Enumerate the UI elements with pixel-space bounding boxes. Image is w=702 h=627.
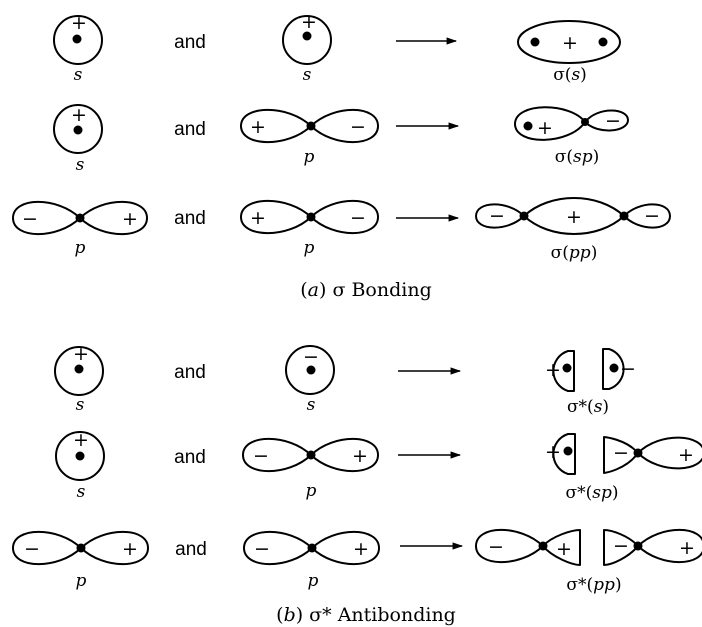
- minus-sign: −: [253, 445, 269, 467]
- minus-sign: −: [613, 535, 629, 557]
- result-label-sigma-star-s: σ*(s): [567, 397, 609, 417]
- and-word: and: [174, 119, 206, 140]
- plus-sign: +: [679, 537, 695, 559]
- row-antibonding-p-p: − + p and − + p − + − + σ*(pp): [12, 528, 702, 595]
- caption-sigma-antibonding: (b) σ* Antibonding: [276, 604, 456, 626]
- sigma-star-pp-orbital: − + − +: [475, 528, 702, 566]
- p-orbital: − +: [242, 437, 379, 473]
- and-word: and: [174, 208, 206, 229]
- result-label-sigma-sp: σ(sp): [555, 147, 600, 167]
- orbital-label-p: p: [306, 481, 317, 501]
- plus-sign: +: [71, 104, 87, 126]
- plus-sign: +: [71, 12, 87, 34]
- p-orbital: − +: [243, 530, 380, 566]
- sigma-pp-orbital: − + −: [475, 197, 671, 235]
- minus-sign: −: [613, 442, 629, 464]
- orbital-label-p: p: [75, 238, 86, 258]
- result-label-sigma-star-sp: σ*(sp): [566, 483, 619, 503]
- plus-sign: +: [250, 207, 266, 229]
- plus-sign: +: [73, 343, 89, 365]
- row-antibonding-s-p: + s and − + p + − + σ*(sp): [55, 429, 702, 503]
- orbital-label-s: s: [307, 395, 316, 415]
- sigma-star-sp-orbital: + − +: [545, 433, 702, 475]
- plus-sign: +: [545, 441, 561, 463]
- minus-sign: −: [350, 207, 366, 229]
- s-orbital: −: [285, 345, 335, 395]
- row-bonding-s-s: + s and + s + σ(s): [53, 11, 621, 85]
- plus-sign: +: [122, 538, 138, 560]
- and-word: and: [175, 539, 207, 560]
- s-orbital: +: [54, 343, 104, 396]
- minus-sign: −: [350, 116, 366, 138]
- minus-sign: −: [489, 205, 505, 227]
- row-antibonding-s-s: + s and − s + − σ*(s): [54, 343, 636, 417]
- orbital-label-s: s: [74, 65, 83, 85]
- minus-sign: −: [22, 208, 38, 230]
- plus-sign: +: [301, 11, 317, 33]
- plus-sign: +: [122, 208, 138, 230]
- row-bonding-p-p: − + p and + − p − + − σ(pp): [12, 197, 671, 263]
- plus-sign: +: [566, 206, 582, 228]
- row-bonding-s-p: + s and + − p + − σ(sp): [53, 104, 629, 175]
- orbital-label-s: s: [76, 155, 85, 175]
- plus-sign: +: [545, 359, 561, 381]
- minus-sign: −: [488, 536, 504, 558]
- orbital-label-s: s: [77, 482, 86, 502]
- plus-sign: +: [678, 444, 694, 466]
- result-label-sigma-s: σ(s): [553, 65, 587, 85]
- minus-sign: −: [605, 110, 621, 132]
- and-word: and: [174, 447, 206, 468]
- orbital-label-s: s: [303, 65, 312, 85]
- sigma-s-orbital: +: [517, 20, 621, 64]
- caption-sigma-bonding: (a) σ Bonding: [300, 279, 432, 301]
- minus-sign: −: [303, 346, 319, 368]
- plus-sign: +: [537, 117, 553, 139]
- orbital-label-p: p: [308, 571, 319, 591]
- plus-sign: +: [352, 445, 368, 467]
- plus-sign: +: [562, 32, 578, 54]
- and-word: and: [174, 32, 206, 53]
- s-orbital: +: [282, 11, 332, 65]
- and-word: and: [174, 362, 206, 383]
- s-orbital: +: [53, 104, 103, 154]
- minus-sign: −: [620, 358, 636, 380]
- orbital-label-p: p: [76, 571, 87, 591]
- p-orbital: − +: [12, 200, 148, 236]
- orbital-label-p: p: [304, 147, 315, 167]
- plus-sign: +: [353, 538, 369, 560]
- minus-sign: −: [644, 205, 660, 227]
- result-label-sigma-pp: σ(pp): [551, 243, 598, 263]
- minus-sign: −: [24, 538, 40, 560]
- orbital-label-s: s: [76, 395, 85, 415]
- plus-sign: +: [250, 116, 266, 138]
- plus-sign: +: [73, 429, 89, 451]
- plus-sign: +: [556, 538, 572, 560]
- orbital-label-p: p: [304, 238, 315, 258]
- s-orbital: +: [53, 12, 103, 65]
- sigma-star-s-orbital: + −: [545, 348, 636, 392]
- p-orbital: + −: [240, 108, 379, 144]
- sigma-sp-orbital: + −: [514, 106, 629, 141]
- result-label-sigma-star-pp: σ*(pp): [566, 575, 621, 595]
- p-orbital: − +: [12, 530, 149, 566]
- p-orbital: + −: [240, 199, 379, 235]
- s-orbital: +: [55, 429, 105, 481]
- minus-sign: −: [254, 538, 270, 560]
